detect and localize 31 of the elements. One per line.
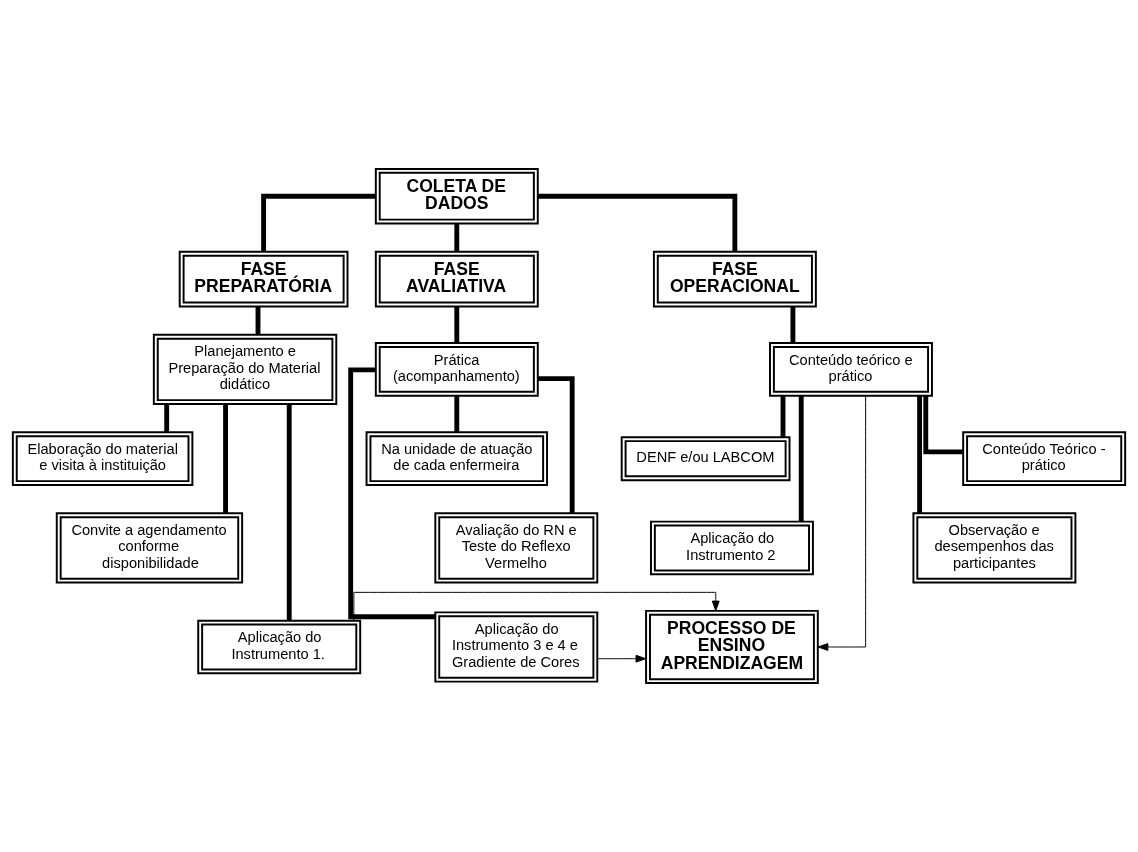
connector [261,193,376,252]
node-box: COLETA DE DADOS [374,167,539,225]
node-box: Planejamento e Preparação do Material didático [152,333,338,406]
connector [454,223,460,252]
node-box: Aplicação do Instrumento 3 e 4 e Gradiente de Cores [434,611,599,683]
node-box: Observação e desempenhos das participantes [912,512,1077,584]
node-box: Prática (acompanhamento) [374,342,539,397]
connector [286,404,292,621]
connector [798,395,804,522]
connector [164,404,170,433]
connector [537,193,738,252]
node-box: FASE PREPARATÓRIA [178,250,349,308]
arrow [597,654,647,663]
node-box: Convite a agendamento conforme disponibilidade [55,512,244,584]
node-box: FASE AVALIATIVA [374,250,539,308]
arrow [353,591,720,622]
connector [780,396,786,437]
connector [255,306,261,335]
connector [923,395,963,455]
node-box: PROCESSO DE ENSINO APRENDIZAGEM [645,609,819,685]
connector [537,376,575,514]
connector [917,395,923,514]
connector [790,306,796,343]
connector [454,396,460,433]
node-box: DENF e/ou LABCOM [620,436,791,482]
connector [223,404,228,514]
arrow [817,395,867,651]
node-box: Avaliação do RN e Teste do Reflexo Vermelho [434,512,599,584]
node-box: FASE OPERACIONAL [652,250,817,308]
connector [454,306,460,343]
node-box: Aplicação do Instrumento 1. [197,619,362,675]
